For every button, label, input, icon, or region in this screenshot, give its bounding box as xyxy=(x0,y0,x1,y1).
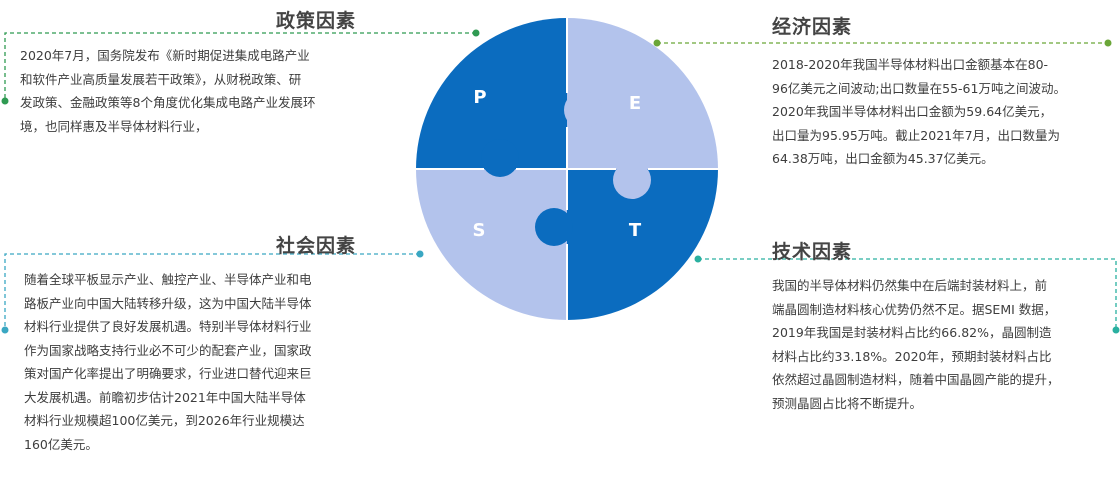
social-title: 社会因素 xyxy=(276,235,357,257)
policy-line: 2020年7月，国务院发布《新时期促进集成电路产业 xyxy=(20,48,310,63)
tab-e-left xyxy=(564,91,602,129)
economic-connector xyxy=(653,39,1112,47)
technology-line: 端晶圆制造材料核心优势仍然不足。据SEMI 数据， xyxy=(772,301,1057,317)
letter-e: E xyxy=(629,93,641,114)
social-line: 策对国产化率提出了明确要求，行业进口替代迎来巨 xyxy=(24,366,312,381)
technology-line: 材料占比约33.18%。2020年，预期封装材料占比 xyxy=(772,348,1052,364)
technology-line: 预测晶圆占比将不断提升。 xyxy=(772,395,923,411)
social-line: 160亿美元。 xyxy=(24,436,98,452)
technology-text: 我国的半导体材料仍然集中在后端封装材料上，前 端晶圆制造材料核心优势仍然不足。据… xyxy=(772,274,1112,415)
social-connector xyxy=(1,250,424,334)
economic-line: 出口量为95.95万吨。截止2021年7月，出口数量为 xyxy=(772,127,1061,143)
economic-title: 经济因素 xyxy=(772,16,853,38)
economic-line: 2020年我国半导体材料出口金额为59.64亿美元， xyxy=(772,104,1053,119)
technology-connector xyxy=(694,255,1120,334)
tab-t-left xyxy=(535,208,573,246)
piece-s xyxy=(416,169,567,320)
social-line: 路板产业向中国大陆转移升级，这为中国大陆半导体 xyxy=(24,295,312,311)
letter-p: P xyxy=(473,87,486,108)
economic-text: 2018-2020年我国半导体材料出口金额基本在80- 96亿美元之间波动;出口… xyxy=(772,53,1117,171)
technology-line: 我国的半导体材料仍然集中在后端封装材料上，前 xyxy=(772,278,1048,293)
policy-title: 政策因素 xyxy=(276,10,357,32)
economic-line: 2018-2020年我国半导体材料出口金额基本在80- xyxy=(772,57,1049,72)
economic-line: 64.38万吨，出口金额为45.37亿美元。 xyxy=(772,151,994,166)
technology-line: 2019年我国是封装材料占比约66.82%，晶圆制造 xyxy=(772,325,1052,340)
piece-e xyxy=(567,18,718,169)
pest-puzzle: P E S T xyxy=(393,12,742,326)
policy-line: 发政策、金融政策等8个角度优化集成电路产业发展环 xyxy=(20,95,316,110)
policy-connector xyxy=(1,29,480,105)
social-line: 材料行业规模超100亿美元，到2026年行业规模达 xyxy=(24,413,305,428)
social-line: 随着全球平板显示产业、触控产业、半导体产业和电 xyxy=(24,272,312,287)
social-line: 大发展机遇。前瞻初步估计2021年中国大陆半导体 xyxy=(24,389,306,405)
technology-title: 技术因素 xyxy=(772,241,853,263)
social-line: 作为国家战略支持行业必不可少的配套产业，国家政 xyxy=(24,342,312,358)
tab-e-down xyxy=(613,161,651,199)
policy-text: 2020年7月，国务院发布《新时期促进集成电路产业 和软件产业高质量发展若干政策… xyxy=(20,44,400,138)
economic-line: 96亿美元之间波动;出口数量在55-61万吨之间波动。 xyxy=(772,80,1066,96)
social-line: 材料行业提供了良好发展机遇。特别半导体材料行业 xyxy=(24,319,312,334)
piece-seams xyxy=(393,12,742,326)
technology-line: 依然超过晶圆制造材料，随着中国晶圆产能的提升， xyxy=(772,372,1060,387)
policy-line: 境，也同样惠及半导体材料行业， xyxy=(20,118,208,134)
piece-t xyxy=(567,169,718,320)
policy-line: 和软件产业高质量发展若干政策》，从财税政策、研 xyxy=(20,71,302,87)
letter-s: S xyxy=(473,220,486,241)
social-text: 随着全球平板显示产业、触控产业、半导体产业和电 路板产业向中国大陆转移升级，这为… xyxy=(24,268,396,456)
letter-t: T xyxy=(629,220,642,241)
tab-p-down xyxy=(481,139,519,177)
